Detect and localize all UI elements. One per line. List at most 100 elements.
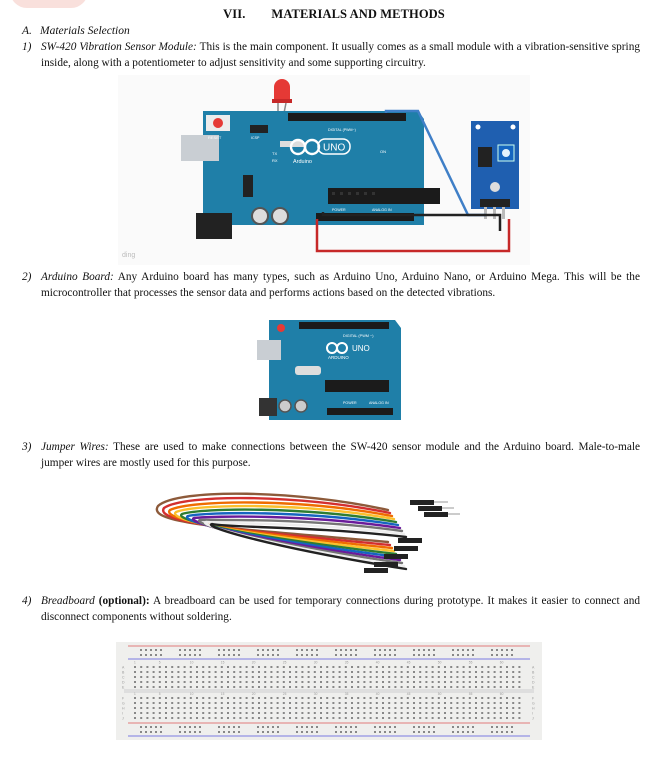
rail-hole bbox=[316, 731, 318, 733]
terminal-hole bbox=[499, 707, 502, 709]
terminal-hole bbox=[468, 666, 471, 668]
rail-hole bbox=[257, 731, 259, 733]
terminal-hole bbox=[220, 671, 223, 673]
terminal-hole bbox=[245, 666, 248, 668]
terminal-hole bbox=[419, 671, 422, 673]
terminal-hole bbox=[351, 681, 353, 683]
terminal-hole bbox=[320, 666, 322, 668]
terminal-hole bbox=[196, 702, 198, 704]
rail-hole bbox=[501, 731, 503, 733]
terminal-hole bbox=[444, 702, 446, 704]
column-number: 25 bbox=[283, 661, 287, 665]
terminal-hole bbox=[258, 697, 260, 699]
terminal-hole bbox=[171, 717, 174, 719]
terminal-hole bbox=[382, 717, 384, 719]
tx-label: TX bbox=[272, 151, 277, 156]
rail-hole bbox=[472, 726, 474, 728]
terminal-hole bbox=[270, 686, 273, 688]
terminal-hole bbox=[146, 717, 149, 719]
terminal-hole bbox=[487, 681, 490, 683]
terminal-hole bbox=[425, 686, 428, 688]
terminal-hole bbox=[512, 666, 515, 668]
rail-hole bbox=[189, 731, 191, 733]
rail-hole bbox=[155, 726, 157, 728]
item-number: 1) bbox=[22, 41, 32, 53]
power-label: POWER bbox=[332, 208, 346, 212]
terminal-hole bbox=[289, 666, 291, 668]
terminal-hole bbox=[413, 707, 415, 709]
terminal-hole bbox=[165, 712, 167, 714]
rail-hole bbox=[238, 654, 240, 656]
terminal-hole bbox=[307, 686, 310, 688]
terminal-hole bbox=[177, 666, 180, 668]
item-name: SW-420 Vibration Sensor Module: bbox=[41, 41, 197, 53]
terminal-hole bbox=[233, 712, 236, 714]
item-text: A breadboard can be used for temporary c… bbox=[41, 595, 640, 623]
rail-hole bbox=[389, 731, 391, 733]
terminal-hole bbox=[382, 671, 384, 673]
terminal-hole bbox=[177, 697, 180, 699]
terminal-hole bbox=[134, 681, 136, 683]
terminal-hole bbox=[450, 712, 453, 714]
sw420-sensor-module bbox=[471, 121, 519, 219]
rail-hole bbox=[472, 654, 474, 656]
terminal-hole bbox=[400, 681, 403, 683]
terminal-hole bbox=[481, 666, 484, 668]
terminal-hole bbox=[270, 707, 273, 709]
terminal-hole bbox=[369, 697, 372, 699]
terminal-hole bbox=[146, 686, 149, 688]
terminal-hole bbox=[301, 666, 304, 668]
terminal-hole bbox=[506, 681, 508, 683]
rail-hole bbox=[340, 654, 342, 656]
rail-hole bbox=[189, 654, 191, 656]
rail-hole bbox=[423, 726, 425, 728]
rail-hole bbox=[311, 726, 313, 728]
terminal-hole bbox=[183, 681, 186, 683]
terminal-hole bbox=[320, 681, 322, 683]
terminal-hole bbox=[344, 686, 347, 688]
rail-hole bbox=[199, 726, 201, 728]
terminal-hole bbox=[444, 712, 446, 714]
rail-hole bbox=[301, 649, 303, 651]
terminal-hole bbox=[437, 666, 440, 668]
terminal-hole bbox=[363, 697, 366, 699]
terminal-hole bbox=[499, 676, 502, 678]
terminal-hole bbox=[282, 666, 285, 668]
terminal-hole bbox=[233, 681, 236, 683]
terminal-hole bbox=[282, 717, 285, 719]
terminal-hole bbox=[239, 712, 242, 714]
terminal-hole bbox=[165, 717, 167, 719]
terminal-hole bbox=[320, 671, 322, 673]
terminal-hole bbox=[394, 676, 397, 678]
row-letter: B bbox=[122, 671, 125, 675]
terminal-hole bbox=[506, 666, 508, 668]
terminal-hole bbox=[245, 671, 248, 673]
rail-hole bbox=[301, 654, 303, 656]
terminal-hole bbox=[276, 717, 279, 719]
terminal-hole bbox=[481, 707, 484, 709]
terminal-hole bbox=[214, 697, 217, 699]
terminal-hole bbox=[220, 702, 223, 704]
rail-hole bbox=[355, 726, 357, 728]
terminal-hole bbox=[276, 681, 279, 683]
terminal-hole bbox=[152, 707, 155, 709]
rail-hole bbox=[179, 726, 181, 728]
terminal-hole bbox=[289, 717, 291, 719]
terminal-hole bbox=[301, 676, 304, 678]
terminal-hole bbox=[245, 676, 248, 678]
terminal-hole bbox=[189, 702, 192, 704]
rail-hole bbox=[501, 649, 503, 651]
terminal-hole bbox=[419, 676, 422, 678]
terminal-hole bbox=[400, 666, 403, 668]
terminal-hole bbox=[158, 666, 161, 668]
terminal-hole bbox=[146, 702, 149, 704]
terminal-hole bbox=[171, 702, 174, 704]
terminal-hole bbox=[307, 712, 310, 714]
column-number: 30 bbox=[314, 661, 318, 665]
terminal-hole bbox=[493, 671, 496, 673]
terminal-hole bbox=[295, 717, 298, 719]
rail-hole bbox=[452, 654, 454, 656]
terminal-hole bbox=[332, 686, 335, 688]
terminal-hole bbox=[462, 717, 465, 719]
terminal-hole bbox=[214, 712, 217, 714]
